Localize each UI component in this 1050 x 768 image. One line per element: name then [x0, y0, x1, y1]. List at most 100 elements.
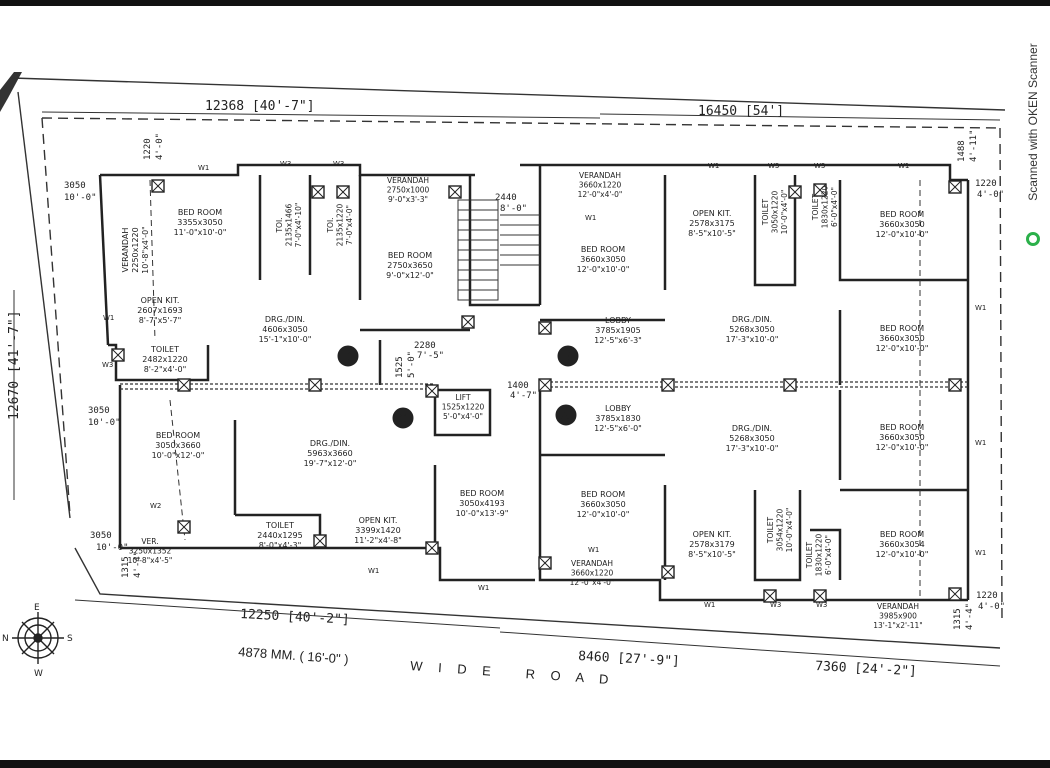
- bottom-dim-mid: 8460 [27'-9"]: [578, 649, 680, 669]
- room-name: VERANDAH: [579, 171, 621, 180]
- small-dim: 4'-0": [155, 133, 165, 160]
- room-size: 19'-7"x12'-0": [304, 459, 357, 468]
- window-label: W2: [150, 502, 161, 510]
- window-label: W3: [768, 162, 779, 170]
- window-label: W3: [814, 162, 825, 170]
- room-size: 12'-0"x10'-0": [876, 230, 929, 239]
- scan-corner-shadow: [0, 72, 22, 112]
- road-width: 4878 MM. ( 16'-0" ): [238, 644, 349, 667]
- small-dim: 2280: [414, 341, 436, 351]
- room-size: 2607x1693: [137, 306, 182, 315]
- room-size: 12'-0"x10'-0": [876, 443, 929, 452]
- room-name: LIFT: [455, 393, 471, 402]
- room-name: OPEN KIT.: [359, 516, 398, 525]
- room-size: 8'-5"x10'-5": [688, 229, 736, 238]
- room-size: 1830x1220: [821, 185, 830, 228]
- room-size: 6'-0"x4'-0": [830, 187, 839, 227]
- room-size: 15'-1"x10'-0": [259, 335, 312, 344]
- door-icon: [813, 183, 827, 197]
- compass-s: S: [67, 634, 73, 644]
- small-dim: 8'-0": [500, 204, 527, 214]
- building-walls: [98, 163, 970, 602]
- room-name: TOI.: [326, 217, 335, 233]
- scanner-watermark: Scanned with OKEN Scanner: [1018, 20, 1048, 260]
- room-name: TOILET: [805, 541, 814, 569]
- window-label: W1: [975, 439, 986, 447]
- flat-markers: D B C A: [337, 345, 579, 429]
- small-dim: 1315: [953, 608, 963, 630]
- watermark-text: Scanned with OKEN Scanner: [1026, 43, 1040, 201]
- room-size: 7'-0"x4'-0": [345, 205, 354, 245]
- window-label: W1: [368, 567, 379, 575]
- room-size: 2135x1220: [336, 203, 345, 246]
- room-name: OPEN KIT.: [141, 296, 180, 305]
- window-label: W1: [478, 584, 489, 592]
- room-name: BED ROOM: [460, 489, 504, 498]
- room-size: 10'-8"x4'-0": [141, 226, 150, 274]
- room-size: 10'-0"x4'-0": [780, 190, 789, 235]
- road-label-group: 4878 MM. ( 16'-0" ) W I D E R O A D: [238, 644, 615, 687]
- small-dim: 7'-5": [417, 351, 444, 361]
- room-size: 12'-5"x6'-3": [594, 336, 642, 345]
- room-size: 5268x3050: [729, 434, 774, 443]
- room-size: 10'-8"x4'-5": [128, 556, 173, 565]
- room-size: 5963x3660: [307, 449, 352, 458]
- window-label: W1: [198, 164, 209, 172]
- room-name: BED ROOM: [178, 208, 222, 217]
- door-icon: [111, 348, 125, 362]
- door-icon: [783, 378, 797, 392]
- room-size: 8'-5"x10'-5": [688, 550, 736, 559]
- small-dim: 1488: [957, 140, 967, 162]
- dashed-overhangs: [149, 179, 921, 600]
- window-label: W1: [898, 162, 909, 170]
- room-size: 3050x4193: [459, 499, 504, 508]
- window-label: W1: [975, 304, 986, 312]
- room-size: 2135x1466: [285, 203, 294, 246]
- staircase: [457, 199, 540, 301]
- room-name: BED ROOM: [880, 210, 924, 219]
- room-size: 3054x1220: [776, 508, 785, 551]
- flat-marker-b: B: [563, 350, 571, 364]
- room-size: 3660x3050: [879, 334, 924, 343]
- small-dim: 4'-0": [978, 602, 1005, 612]
- room-size: 6'-0"x4'-0": [824, 535, 833, 575]
- room-size: 2750x3650: [387, 261, 432, 270]
- room-size: 3050x3660: [155, 441, 200, 450]
- room-size: 4606x3050: [262, 325, 307, 334]
- room-name: DRG./DIN.: [732, 315, 772, 324]
- door-icon: [308, 378, 322, 392]
- room-size: 10'-0"x12'-0": [152, 451, 205, 460]
- compass-icon: E N S W: [2, 603, 73, 679]
- window-label: W3: [770, 601, 781, 609]
- window-label: W1: [704, 601, 715, 609]
- room-size: 17'-3"x10'-0": [726, 335, 779, 344]
- flat-marker-a: A: [561, 409, 570, 423]
- small-dim: 1220: [143, 138, 153, 160]
- room-name: BED ROOM: [581, 490, 625, 499]
- room-size: 2440x1295: [257, 531, 302, 540]
- room-size: 3660x1220: [579, 181, 622, 190]
- room-size: 12'-0"x4'-0": [578, 190, 623, 199]
- small-dim: 1525: [395, 356, 405, 378]
- room-size: 11'-2"x4'-8": [354, 536, 402, 545]
- room-name: BED ROOM: [880, 324, 924, 333]
- dimension-lines: [13, 111, 1001, 667]
- window-label: W3: [816, 601, 827, 609]
- room-name: DRG./DIN.: [265, 315, 305, 324]
